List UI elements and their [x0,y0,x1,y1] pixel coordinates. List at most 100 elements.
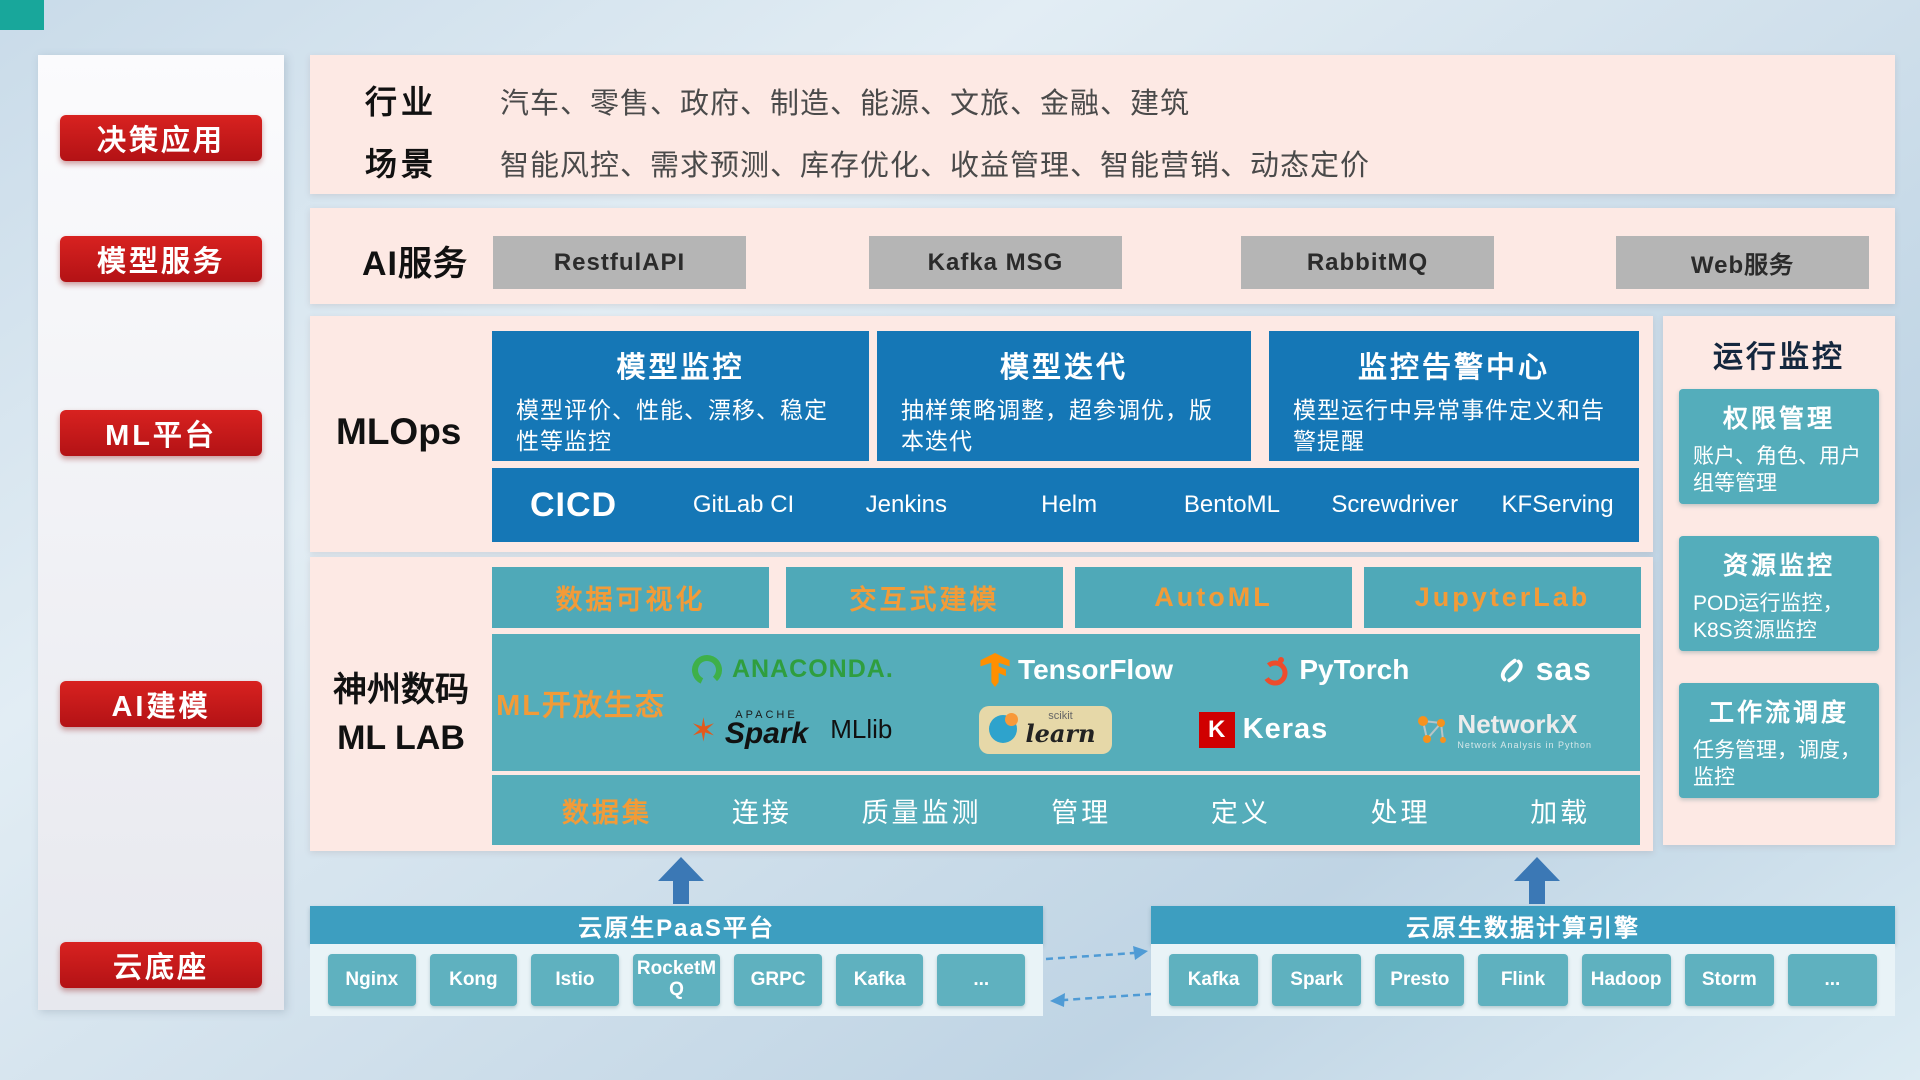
spark-star-icon: ✶ [690,711,717,748]
cicd-item-jenkins: Jenkins [865,491,948,518]
industry-scenario-panel: 行业 汽车、零售、政府、制造、能源、文旅、金融、建筑 场景 智能风控、需求预测、… [310,55,1895,194]
industry-list: 汽车、零售、政府、制造、能源、文旅、金融、建筑 [500,88,1191,120]
dataset-item-quality: 质量监测 [861,797,982,828]
mllab-label-line1: 神州数码 [333,671,469,709]
card-desc: 模型评价、性能、漂移、稳定性等监控 [516,397,828,455]
mllab-panel: 神州数码 ML LAB 数据可视化 交互式建模 AutoML JupyterLa… [310,557,1653,851]
networkx-logo: NetworkX Network Analysis in Python [1415,709,1592,750]
dataset-bar: 数据集 连接 质量监测 管理 定义 处理 加载 [492,775,1640,845]
card-title: 工作流调度 [1708,699,1849,727]
cicd-item-helm: Helm [1041,491,1098,518]
anaconda-icon [692,654,722,685]
keras-logo: K Keras [1198,711,1329,748]
ml-open-ecosystem-box: ML开放生态 ANACONDA. TensorFlow [492,634,1640,771]
corner-decoration [0,0,44,30]
alert-center-card: 监控告警中心 模型运行中异常事件定义和告警提醒 [1269,331,1639,461]
mllab-label: 神州数码 ML LAB [310,667,492,762]
tensorflow-logo: TensorFlow [980,652,1173,687]
sas-logo: sas [1496,651,1592,688]
model-iteration-card: 模型迭代 抽样策略调整，超参调优，版本迭代 [877,331,1251,461]
card-desc: 任务管理，调度，监控 [1693,739,1861,790]
tool-data-visualization: 数据可视化 [492,567,769,628]
card-desc: 抽样策略调整，超参调优，版本迭代 [901,397,1213,455]
tensorflow-icon [980,652,1010,687]
rabbitmq-block: RabbitMQ [1241,236,1494,289]
cicd-item-bentoml: BentoML [1183,491,1280,518]
engine-btn-flink: Flink [1478,954,1568,1006]
paas-btn-nginx: Nginx [328,954,416,1006]
mlops-label: MLOps [336,411,462,452]
tool-interactive-modeling: 交互式建模 [786,567,1063,628]
dataset-item-connect: 连接 [731,797,792,828]
industry-label: 行业 [365,84,438,120]
sidebar-item-decision-apps: 决策应用 [60,115,262,161]
paas-btn-istio: Istio [531,954,619,1006]
engine-btn-kafka: Kafka [1169,954,1259,1006]
kafka-msg-block: Kafka MSG [869,236,1122,289]
data-flow-arrows [1045,946,1153,1007]
pytorch-logo: PyTorch [1259,653,1409,687]
card-desc: 账户、角色、用户组等管理 [1693,445,1861,496]
cicd-bar: CICD GitLab CI Jenkins Helm BentoML Scre… [492,468,1639,542]
tool-jupyterlab: JupyterLab [1364,567,1641,628]
sidebar-item-ai-modeling: AI建模 [60,681,262,727]
eco-logo-row-1: ANACONDA. TensorFlow PyTorch [670,651,1640,688]
paas-button-strip: Nginx Kong Istio RocketMQ GRPC Kafka ... [310,944,1043,1016]
data-engine-header: 云原生数据计算引擎 [1151,906,1895,944]
dataset-item-manage: 管理 [1051,797,1112,828]
industry-row: 行业 汽车、零售、政府、制造、能源、文旅、金融、建筑 [365,77,1865,123]
cicd-item-gitlab-ci: GitLab CI [692,491,795,518]
up-arrow-paas [658,857,704,904]
ai-service-label: AI服务 [362,245,468,283]
permission-management-card: 权限管理 账户、角色、用户组等管理 [1679,389,1879,504]
engine-btn-presto: Presto [1375,954,1465,1006]
card-title: 模型监控 [616,352,745,384]
sidebar-item-model-service: 模型服务 [60,236,262,282]
eco-label: ML开放生态 [496,689,666,722]
scenario-label: 场景 [365,146,438,182]
resource-monitor-card: 资源监控 POD运行监控，K8S资源监控 [1679,536,1879,651]
sklearn-orange-dot [1005,712,1019,726]
eco-logo-row-2: ✶ APACHE Spark MLlib scikit [670,705,1640,754]
card-title: 资源监控 [1722,552,1835,580]
dataset-item-process: 处理 [1370,797,1431,828]
card-title: 权限管理 [1722,405,1835,433]
up-arrow-engine [1514,857,1560,904]
scikit-learn-logo: scikit learn [979,705,1112,754]
card-title: 监控告警中心 [1357,352,1550,384]
paas-btn-kong: Kong [429,954,518,1006]
tool-automl: AutoML [1075,567,1352,628]
left-rail [38,55,284,1010]
paas-btn-more: ... [937,954,1026,1006]
sidebar-item-cloud-base: 云底座 [60,942,262,988]
paas-btn-rocketmq: RocketMQ [632,954,721,1006]
card-desc: 模型运行中异常事件定义和告警提醒 [1293,397,1605,455]
pytorch-icon [1262,656,1288,686]
engine-btn-hadoop: Hadoop [1581,954,1671,1006]
spark-mllib-logo: ✶ APACHE Spark MLlib [690,708,893,750]
runtime-monitor-panel: 运行监控 权限管理 账户、角色、用户组等管理 资源监控 POD运行监控，K8S资… [1663,316,1895,845]
card-desc: POD运行监控，K8S资源监控 [1693,592,1844,643]
dataset-item-load: 加载 [1530,797,1591,828]
restfulapi-block: RestfulAPI [493,236,746,289]
web-service-block: Web服务 [1616,236,1869,289]
eco-logo-rows: ANACONDA. TensorFlow PyTorch [670,634,1640,771]
cicd-label: CICD [530,485,618,524]
sas-icon [1500,658,1523,683]
engine-btn-more: ... [1787,954,1877,1006]
anaconda-logo: ANACONDA. [690,653,894,687]
cicd-item-screwdriver: Screwdriver [1331,491,1459,518]
scenario-list: 智能风控、需求预测、库存优化、收益管理、智能营销、动态定价 [500,150,1371,182]
dataset-item-define: 定义 [1210,797,1271,828]
card-title: 模型迭代 [999,352,1128,384]
engine-btn-storm: Storm [1684,954,1774,1006]
engine-button-strip: Kafka Spark Presto Flink Hadoop Storm ..… [1151,944,1895,1016]
mllab-label-line2: ML LAB [337,718,465,757]
scenario-row: 场景 智能风控、需求预测、库存优化、收益管理、智能营销、动态定价 [365,139,1865,185]
sidebar-item-ml-platform: ML平台 [60,410,262,456]
cicd-item-kfserving: KFServing [1501,491,1614,518]
dataset-label: 数据集 [562,797,652,828]
paas-btn-grpc: GRPC [734,954,822,1006]
engine-btn-spark: Spark [1272,954,1362,1006]
